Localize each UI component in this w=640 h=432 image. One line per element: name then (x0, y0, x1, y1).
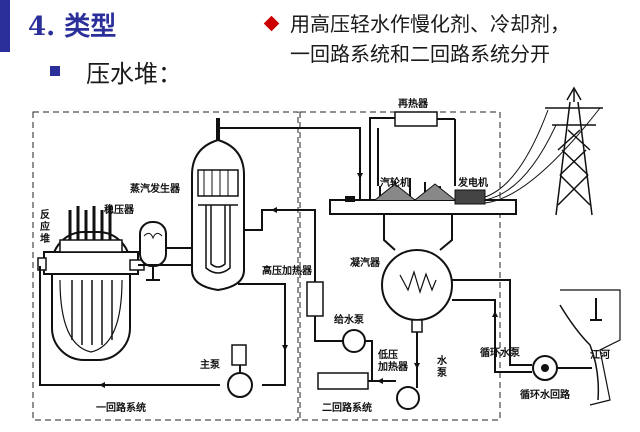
label-circ-pump: 循环水泵 (480, 346, 521, 359)
label-reheater: 再热器 (398, 97, 429, 110)
label-pressurizer: 稳压器 (104, 203, 135, 216)
circ-pump-icon (532, 355, 558, 381)
label-reactor-3: 堆 (40, 232, 50, 245)
label-steam-generator: 蒸汽发生器 (130, 182, 181, 195)
slide-subtitle: 压水堆： (86, 60, 182, 88)
label-primary-loop: 一回路系统 (96, 401, 146, 414)
label-pump-1: 水 (436, 354, 448, 367)
main-pump-icon (227, 344, 253, 398)
label-main-pump: 主泵 (200, 358, 221, 371)
label-lp-heater-2: 加热器 (377, 360, 409, 373)
hp-heater-icon (306, 260, 324, 330)
description-line-1: 用高压轻水作慢化剂、冷却剂， (290, 12, 570, 36)
feed-pump-icon (314, 329, 373, 380)
reactor-icon (37, 206, 145, 361)
feedwater-line (244, 209, 316, 260)
pressurizer-icon (139, 221, 167, 281)
reheater-icon (377, 111, 456, 186)
circ-water-piping (452, 279, 532, 373)
primary-loop-boundary (32, 111, 299, 421)
river-bank-icon (559, 289, 621, 406)
transmission-tower-icon (545, 86, 603, 216)
condenser-icon (381, 214, 453, 333)
slide-title: 4. 类型 (28, 12, 117, 42)
label-hp-heater: 高压加热器 (262, 264, 313, 277)
label-reactor-2: 应 (40, 220, 50, 233)
label-reactor-1: 反 (40, 208, 50, 221)
label-condenser: 凝汽器 (350, 256, 381, 269)
generator-icon (454, 189, 486, 205)
label-river: 江河 (590, 348, 610, 361)
label-circ-loop: 循环水回路 (520, 388, 571, 401)
label-secondary-loop: 二回路系统 (322, 401, 372, 414)
label-pump-2: 泵 (437, 367, 448, 379)
steam-generator-icon (191, 118, 245, 292)
label-lp-heater-1: 低压 (377, 348, 398, 361)
label-generator: 发电机 (457, 176, 488, 189)
label-feed-pump: 给水泵 (334, 313, 365, 326)
accent-bar (0, 0, 10, 52)
description-line-2: 一回路系统和二回路系统分开 (290, 42, 550, 66)
label-turbine: 汽轮机 (380, 176, 410, 189)
square-bullet-icon (50, 66, 60, 76)
